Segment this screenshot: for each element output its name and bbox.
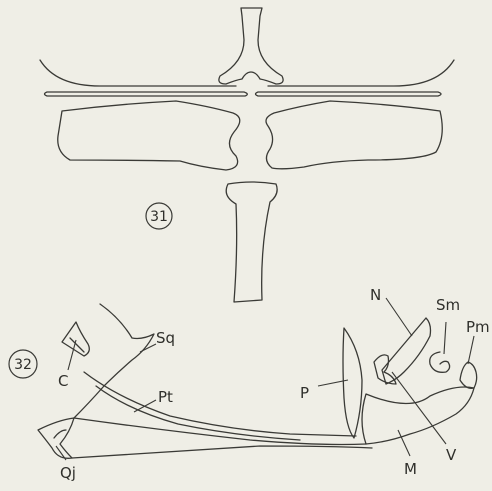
label-sm: Sm bbox=[436, 296, 460, 314]
label-p: P bbox=[300, 384, 309, 402]
label-n: N bbox=[370, 286, 381, 304]
fig31-number: 31 bbox=[150, 209, 168, 225]
label-sq: Sq bbox=[156, 329, 175, 347]
label-m: M bbox=[404, 460, 417, 478]
label-pm: Pm bbox=[466, 318, 490, 336]
label-c: C bbox=[58, 372, 68, 390]
label-qj: Qj bbox=[60, 464, 76, 482]
label-pt: Pt bbox=[158, 388, 173, 406]
fig32-number: 32 bbox=[14, 357, 32, 373]
label-v: V bbox=[446, 446, 457, 464]
